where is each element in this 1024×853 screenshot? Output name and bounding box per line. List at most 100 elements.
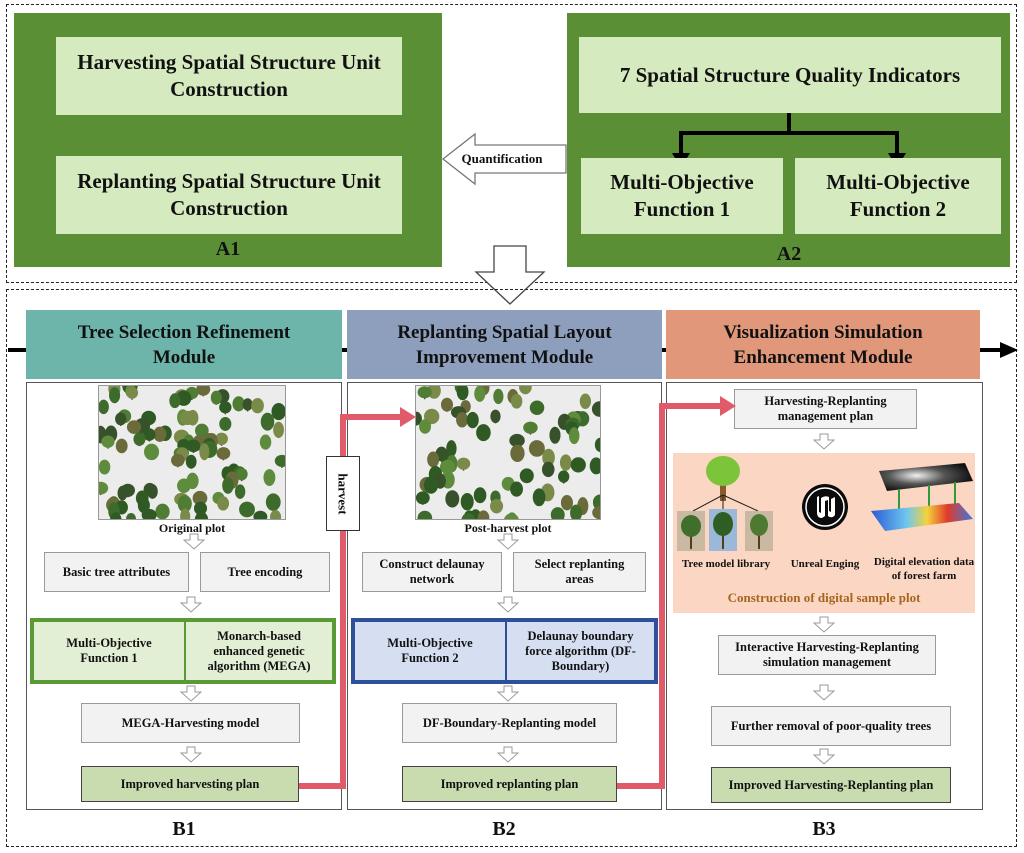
hollow-down-arrow-icon bbox=[813, 433, 835, 450]
multi-objective-function-2-box: Multi-Objective Function 2 bbox=[795, 158, 1001, 234]
quantification-label: Quantification bbox=[461, 151, 543, 166]
hollow-down-arrow-icon bbox=[180, 685, 202, 702]
forest-tree bbox=[579, 393, 591, 409]
b2-label: B2 bbox=[492, 818, 516, 840]
forest-tree bbox=[440, 397, 454, 412]
split-arrow-icon bbox=[672, 113, 906, 168]
df-boundary-algorithm-label: Delaunay boundary force algorithm (DF-Bo… bbox=[525, 628, 636, 673]
hollow-down-arrow-icon bbox=[813, 748, 835, 765]
forest-tree bbox=[594, 437, 600, 452]
forest-tree bbox=[143, 428, 156, 442]
forest-tree bbox=[155, 503, 170, 519]
forest-tree bbox=[126, 386, 139, 400]
hollow-down-arrow-icon bbox=[180, 746, 202, 763]
unreal-engine-label: Unreal Enging bbox=[790, 558, 860, 570]
forest-tree bbox=[419, 419, 432, 434]
mega-algorithm-label: Monarch-based enhanced genetic algorithm… bbox=[207, 628, 311, 673]
poor-quality-removal-box: Further removal of poor-quality trees bbox=[711, 706, 951, 746]
forest-tree bbox=[427, 451, 440, 468]
quality-indicators-box: 7 Spatial Structure Quality Indicators bbox=[579, 37, 1001, 113]
forest-tree bbox=[273, 421, 284, 438]
forest-tree bbox=[193, 501, 208, 516]
forest-tree bbox=[510, 481, 523, 497]
multi-objective-function-2-label: Multi-Objective Function 2 bbox=[387, 636, 473, 665]
hollow-down-arrow-icon bbox=[474, 245, 546, 305]
b2-objective-divider bbox=[505, 622, 507, 680]
forest-tree bbox=[222, 477, 234, 494]
forest-tree bbox=[504, 513, 519, 519]
forest-tree bbox=[270, 510, 282, 519]
forest-tree bbox=[568, 427, 580, 445]
forest-tree bbox=[169, 393, 181, 409]
forest-tree bbox=[510, 444, 525, 463]
forest-tree bbox=[251, 397, 264, 414]
construct-delaunay-box: Construct delaunay network bbox=[362, 552, 502, 592]
interactive-simulation-box: Interactive Harvesting-Replanting simula… bbox=[718, 635, 936, 675]
tree-model-image-2 bbox=[709, 509, 737, 551]
b3-label: B3 bbox=[812, 818, 836, 840]
forest-tree bbox=[477, 510, 490, 519]
forest-tree bbox=[171, 453, 185, 468]
forest-tree bbox=[570, 504, 583, 519]
forest-tree bbox=[519, 468, 534, 484]
b1-objective-group: Multi-Objective Function 1 Monarch-based… bbox=[30, 618, 336, 684]
forest-tree bbox=[101, 435, 115, 449]
forest-tree bbox=[476, 424, 491, 442]
forest-tree bbox=[147, 484, 158, 499]
forest-tree bbox=[509, 433, 525, 448]
a1-panel: Harvesting Spatial Structure Unit Constr… bbox=[14, 13, 442, 267]
forest-tree bbox=[423, 476, 439, 494]
hollow-down-arrow-icon bbox=[497, 596, 519, 613]
forest-tree bbox=[196, 386, 211, 397]
forest-tree bbox=[592, 506, 600, 519]
forest-tree bbox=[559, 454, 572, 471]
forest-tree bbox=[219, 401, 232, 415]
b1-label: B1 bbox=[172, 818, 196, 840]
hollow-down-arrow-icon bbox=[180, 596, 202, 613]
harvesting-unit-box: Harvesting Spatial Structure Unit Constr… bbox=[56, 37, 402, 115]
forest-tree bbox=[110, 512, 122, 519]
forest-tree bbox=[117, 485, 128, 501]
b3-module-header: Visualization Simulation Enhancement Mod… bbox=[666, 310, 980, 379]
forest-tree bbox=[461, 512, 476, 519]
forest-tree bbox=[532, 488, 546, 507]
forest-tree bbox=[144, 443, 160, 461]
management-plan-box: Harvesting-Replanting management plan bbox=[734, 389, 917, 429]
forest-tree bbox=[456, 457, 471, 471]
forest-tree bbox=[215, 432, 228, 446]
forest-tree bbox=[417, 510, 433, 519]
forest-tree bbox=[490, 409, 501, 424]
tree-model-library-label: Tree model library bbox=[681, 558, 771, 570]
select-replanting-areas-box: Select replanting areas bbox=[513, 552, 646, 592]
forest-tree bbox=[109, 387, 121, 404]
basic-tree-attributes-box: Basic tree attributes bbox=[44, 552, 189, 592]
multi-objective-function-1-box: Multi-Objective Function 1 bbox=[581, 158, 783, 234]
forest-tree bbox=[528, 440, 545, 457]
harvest-label-text: harvest bbox=[336, 472, 352, 515]
improved-harvesting-plan-box: Improved harvesting plan bbox=[81, 766, 299, 802]
forest-tree bbox=[199, 443, 210, 461]
hollow-down-arrow-icon bbox=[183, 533, 205, 550]
forest-tree bbox=[177, 495, 192, 513]
forest-tree bbox=[439, 459, 456, 475]
forest-tree bbox=[490, 499, 504, 514]
b1-module-header: Tree Selection Refinement Module bbox=[26, 310, 342, 379]
forest-tree bbox=[115, 438, 128, 454]
multi-objective-function-1-label: Multi-Objective Function 1 bbox=[66, 636, 152, 665]
forest-tree bbox=[232, 396, 245, 412]
forest-tree bbox=[466, 411, 479, 429]
unreal-logo-icon bbox=[802, 484, 848, 530]
original-plot-image bbox=[98, 385, 286, 520]
forest-tree bbox=[186, 439, 201, 453]
forest-tree bbox=[570, 457, 586, 473]
forest-tree bbox=[115, 412, 127, 426]
forest-tree bbox=[194, 511, 209, 519]
improved-harvesting-replanting-plan-box: Improved Harvesting-Replanting plan bbox=[711, 767, 951, 803]
forest-tree bbox=[265, 493, 281, 511]
forest-tree bbox=[239, 501, 255, 518]
forest-tree bbox=[446, 440, 457, 457]
forest-tree bbox=[126, 420, 142, 435]
b2-module-header: Replanting Spatial Layout Improvement Mo… bbox=[347, 310, 662, 379]
forest-tree bbox=[99, 481, 109, 496]
forest-tree bbox=[274, 454, 285, 468]
